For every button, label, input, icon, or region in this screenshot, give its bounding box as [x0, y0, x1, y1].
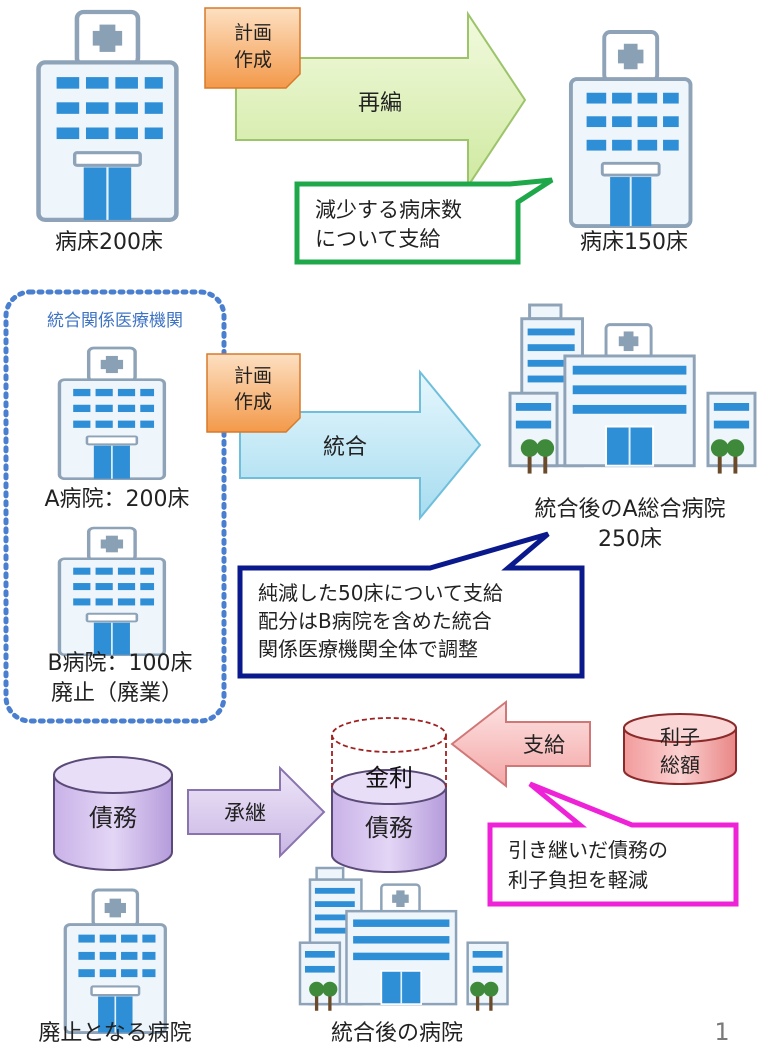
page-number: 1	[714, 1018, 729, 1046]
debt-right-label: 債務	[365, 814, 413, 842]
interest-total-cylinder: 利子 総額	[623, 713, 737, 785]
callout-reduced-beds-line2: について支給	[315, 227, 440, 251]
group-border	[3, 289, 227, 724]
merged-hospital-small-icon	[298, 866, 509, 1013]
hospital-b-label-line2: 廃止（廃業）	[51, 681, 183, 706]
reorganize-arrow-label: 再編	[358, 91, 402, 116]
callout-net-reduction-line1: 純減した50床について支給	[258, 581, 503, 605]
debt-left-label: 債務	[89, 804, 137, 832]
reorganize-arrow: 再編	[235, 10, 527, 190]
integrate-arrow-label: 統合	[323, 435, 367, 460]
callout-net-reduction-line3: 関係医療機関全体で調整	[258, 637, 478, 661]
payment-arrow-label: 支給	[523, 733, 565, 757]
callout-net-reduction-line2: 配分はB病院を含めた統合	[258, 609, 492, 633]
hospital-before-label: 病床200床	[55, 230, 163, 255]
merged-general-hospital-icon	[508, 303, 757, 476]
hospital-after-label: 病床150床	[580, 230, 688, 255]
callout-interest-burden-line1: 引き継いだ債務の	[508, 838, 668, 862]
merged-hospital-label-line1: 統合後のA総合病院	[534, 497, 725, 522]
succession-arrow-label: 承継	[224, 801, 266, 825]
plan-box-2: 計画 作成	[206, 353, 301, 433]
hospital-b-label-line1: B病院：100床	[47, 651, 192, 676]
interest-top-label: 金利	[365, 764, 413, 792]
merged-hospital-label: 統合後の病院	[331, 1021, 463, 1046]
callout-net-reduction: 純減した50床について支給 配分はB病院を含めた統合 関係医療機関全体で調整	[237, 531, 585, 679]
hospital-b-icon	[57, 526, 167, 657]
debt-cylinder-left: 債務	[53, 756, 173, 871]
hospital-before-icon	[39, 12, 177, 220]
callout-interest-burden-line2: 利子負担を軽減	[508, 868, 648, 892]
group-title: 統合関係医療機関	[47, 311, 183, 331]
plan-box-1-line2: 作成	[234, 49, 272, 71]
callout-interest-burden: 引き継いだ債務の 利子負担を軽減	[487, 781, 739, 907]
callout-reduced-beds: 減少する病床数 について支給	[294, 177, 554, 265]
interest-total-line2: 総額	[660, 753, 700, 777]
plan-box-1: 計画 作成	[204, 7, 301, 89]
interest-dashed-cylinder: 金利	[331, 717, 447, 792]
interest-total-line1: 利子	[660, 725, 700, 749]
closed-hospital-icon	[63, 888, 167, 1035]
hospital-a-icon	[57, 346, 167, 481]
plan-box-2-line2: 作成	[234, 391, 272, 413]
plan-box-1-line1: 計画	[234, 22, 272, 44]
payment-arrow: 支給	[450, 699, 591, 789]
hospital-a-label: A病院：200床	[44, 487, 189, 512]
succession-arrow: 承継	[187, 765, 326, 859]
debt-cylinder-right: 債務	[331, 769, 447, 873]
callout-reduced-beds-line1: 減少する病床数	[315, 198, 462, 222]
closed-hospital-label: 廃止となる病院	[38, 1021, 191, 1046]
merged-hospital-label-line2: 250床	[598, 527, 662, 552]
integrate-arrow: 統合	[239, 369, 482, 521]
hospital-after-icon	[568, 30, 693, 229]
plan-box-2-line1: 計画	[234, 365, 272, 387]
